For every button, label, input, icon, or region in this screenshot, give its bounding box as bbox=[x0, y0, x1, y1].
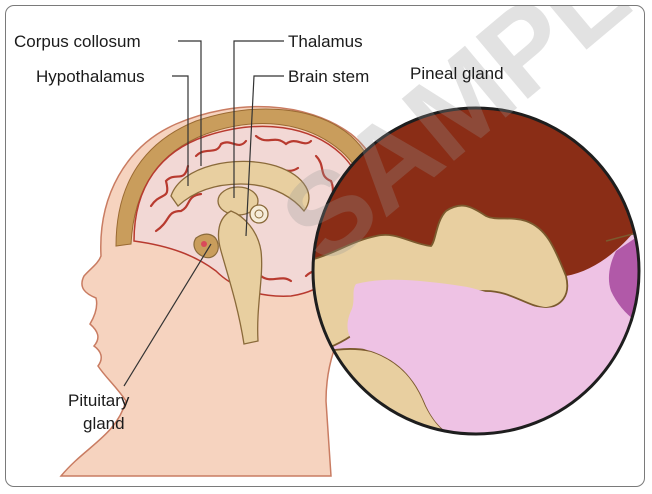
label-pineal-gland: Pineal gland bbox=[410, 64, 504, 84]
pineal-small bbox=[250, 205, 268, 223]
label-corpus-collosum: Corpus collosum bbox=[14, 32, 141, 52]
label-thalamus: Thalamus bbox=[288, 32, 363, 52]
diagram-frame: SAMPLE Corpus collosum Hypothalamus Thal… bbox=[5, 5, 645, 487]
label-hypothalamus: Hypothalamus bbox=[36, 67, 145, 87]
label-pituitary-line2: gland bbox=[83, 414, 125, 434]
label-brain-stem: Brain stem bbox=[288, 67, 369, 87]
label-pituitary-line1: Pituitary bbox=[68, 391, 129, 411]
